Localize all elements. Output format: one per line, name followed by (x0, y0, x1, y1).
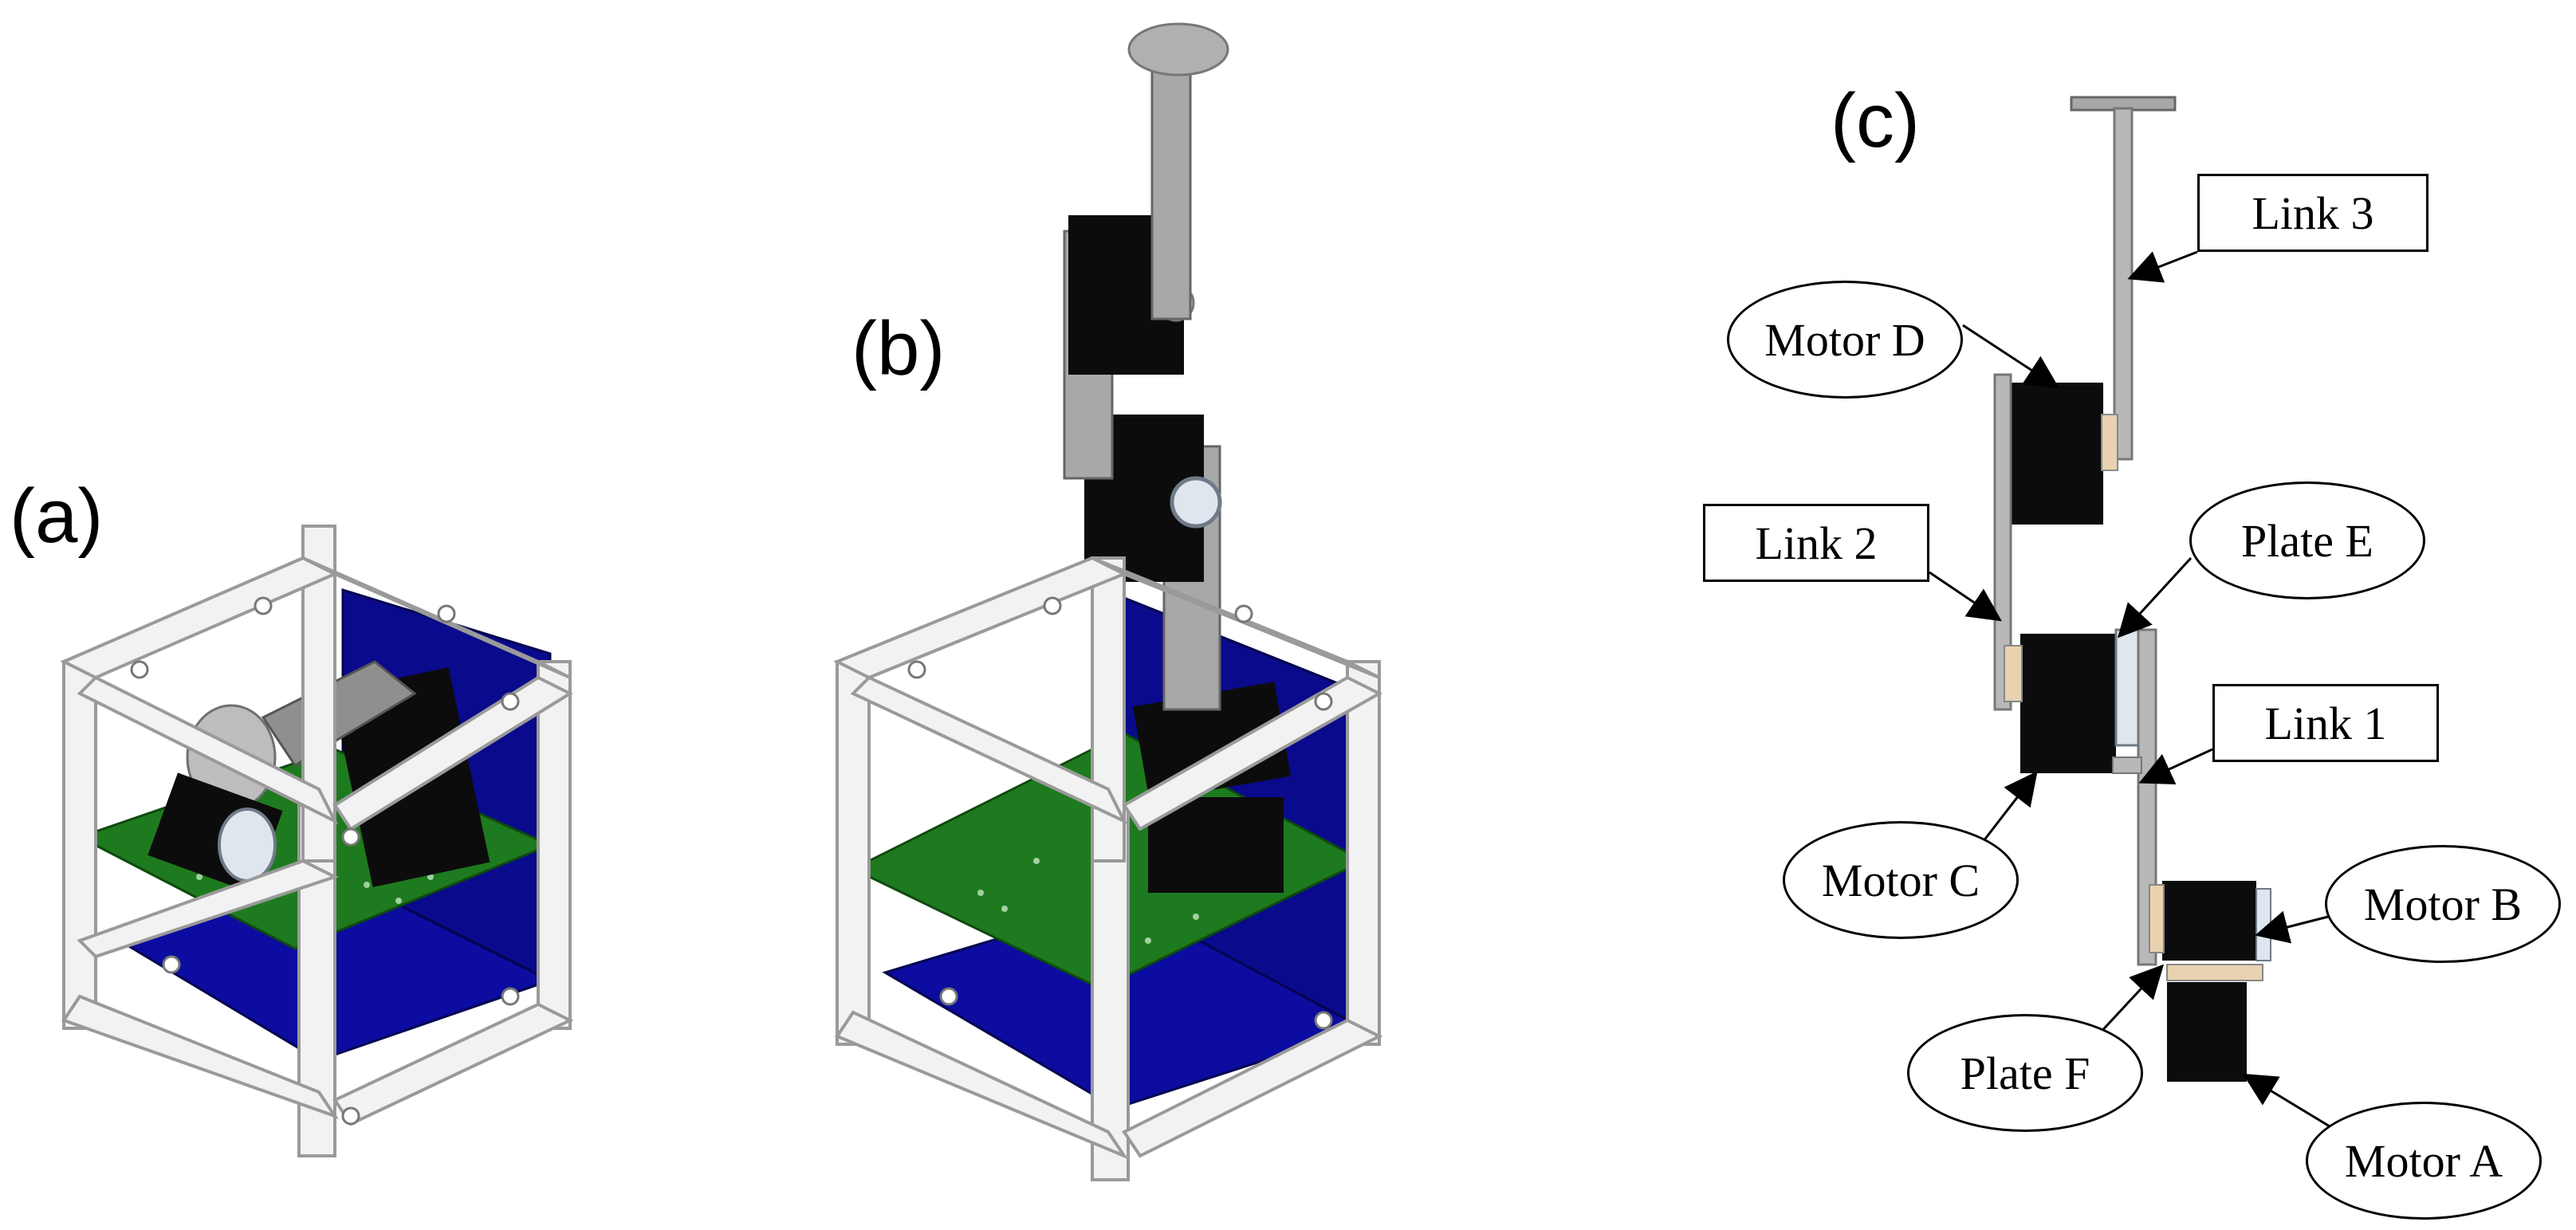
plate-f-c (2166, 964, 2263, 981)
cubesat-deployed (833, 22, 1383, 1181)
callout-plate-f: Plate F (1907, 1014, 2143, 1132)
motor-a-c (2167, 982, 2247, 1082)
link-2-c (1993, 373, 2012, 711)
callout-motor-d: Motor D (1727, 281, 1963, 399)
callout-motor-c: Motor C (1783, 821, 2019, 939)
arm-side-view (1929, 96, 2353, 1142)
callout-motor-a: Motor A (2306, 1102, 2542, 1220)
motor-base2-b (1132, 682, 1292, 801)
callout-motor-b: Motor B (2325, 845, 2561, 963)
callout-link-1: Link 1 (2212, 684, 2439, 762)
panel-label-b: (b) (851, 306, 946, 391)
callout-link-3: Link 3 (2197, 174, 2429, 252)
link-3-c (2113, 107, 2134, 461)
callout-plate-e: Plate E (2189, 481, 2425, 599)
motor-b-c (2162, 881, 2256, 961)
cubesat-stowed (60, 525, 574, 1157)
callout-link-2: Link 2 (1703, 504, 1929, 582)
motor-d-c (2009, 383, 2103, 525)
motor-c-c (2020, 634, 2116, 773)
panel-label-a: (a) (10, 474, 104, 559)
end-effector-b (1127, 22, 1229, 77)
panel-label-c: (c) (1831, 78, 1920, 163)
link-3-b (1150, 54, 1192, 320)
plate-e-c (2114, 628, 2141, 747)
